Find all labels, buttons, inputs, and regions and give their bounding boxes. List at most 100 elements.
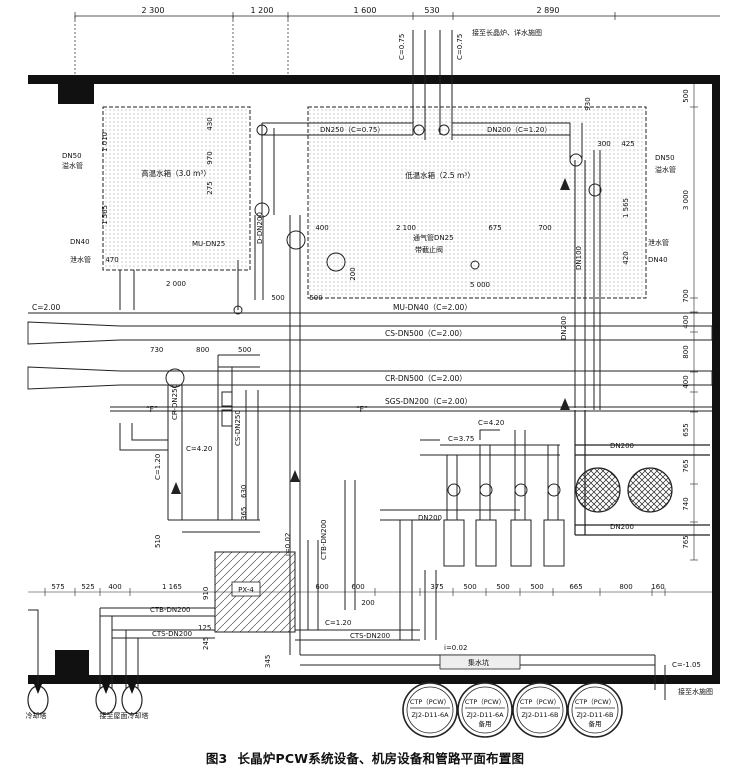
figure-title: 长晶炉PCW系统设备、机房设备和管路平面布置图 — [237, 751, 525, 766]
dim-1565-r: 1 565 — [622, 198, 630, 218]
dim-800: 800 — [196, 346, 209, 354]
dim-top-1: 2 300 — [142, 6, 165, 15]
d-dn200-bottom: D-DN200 — [674, 678, 706, 686]
dim-200: 200 — [349, 267, 357, 280]
cs-dn500-label: CS-DN500（C=2.00） — [385, 329, 467, 338]
dn200-mid-label: DN200 — [610, 442, 634, 450]
c375-label: C=3.75 — [448, 435, 474, 443]
dim-right-3: 700 — [682, 289, 690, 302]
dim-400: 400 — [315, 224, 328, 232]
dn200-mid2-label: DN200 — [610, 523, 634, 531]
dn200-pumps-label: DN200 — [418, 514, 442, 522]
tower-roof-label: 接至屋面冷却塔 — [100, 711, 149, 720]
pump-1-name: CTP（PCW） — [410, 698, 450, 706]
pump-2-name: CTP（PCW） — [465, 698, 505, 706]
dim-b10: 500 — [496, 583, 509, 591]
c120-right: C=1.20 — [325, 619, 351, 627]
main-headers — [27, 312, 713, 412]
bottom-dimension-line — [28, 588, 712, 596]
dim-b5: 600 — [315, 583, 328, 591]
collection-pit — [439, 654, 521, 670]
dim-420: 420 — [622, 251, 630, 264]
dim-910: 910 — [202, 587, 210, 600]
dim-b3: 400 — [108, 583, 121, 591]
d-dn200-vertical: D-DN200 — [256, 212, 264, 244]
dim-300: 300 — [597, 140, 610, 148]
dn50-right-label: DN50 — [655, 154, 675, 162]
vent-label: 通气管DN25 — [413, 233, 454, 242]
dim-top-2: 1 200 — [251, 6, 274, 15]
dim-1565: 1 565 — [101, 205, 109, 225]
low-temp-tank — [307, 106, 647, 299]
ctb-dn200-vert: CTB-DN200 — [320, 520, 328, 560]
drain-right-label: 泄水管 — [648, 238, 669, 247]
pump-bank — [420, 429, 565, 567]
low-temp-tank-label: 低温水箱（2.5 m³） — [405, 170, 475, 180]
c420-label: C=4.20 — [186, 445, 212, 453]
vent-sub-label: 带截止阀 — [415, 245, 443, 254]
dim-right-2: 3 000 — [682, 190, 690, 210]
right-dimension-line — [690, 84, 698, 561]
pump-4-name: CTP（PCW） — [575, 698, 615, 706]
tank-fittings — [171, 124, 602, 494]
pump-3-name: CTP（PCW） — [520, 698, 560, 706]
drain-label: 泄水管 — [70, 255, 91, 264]
mu-dn25-label: MU-DN25 — [192, 240, 225, 248]
dim-730: 730 — [150, 346, 163, 354]
pit-label: 集水坑 — [468, 658, 489, 667]
slope-label: i=0.02 — [284, 533, 292, 556]
dim-top-3: 1 600 — [354, 6, 377, 15]
dim-b14: 160 — [651, 583, 664, 591]
dim-500b: 500 — [238, 346, 251, 354]
top-dimension-line — [74, 12, 720, 75]
dn250-label: DN250（C=0.75） — [320, 126, 384, 134]
cr-dn500-label: CR-DN500（C=2.00） — [385, 374, 467, 383]
pump-legend — [402, 682, 623, 738]
slope-label-2: i=0.02 — [444, 644, 467, 652]
pump-2-note: 备用 — [479, 719, 492, 728]
sgs-dn200-label: SGS-DN200（C=2.00） — [385, 397, 472, 406]
drain-to-label: 接至水施图 — [678, 687, 713, 696]
dim-right-10: 765 — [682, 535, 690, 548]
large-pumps — [574, 410, 710, 536]
mu-dn40-label: MU-DN40（C=2.00） — [393, 303, 472, 312]
to-furnace-label: 接至长晶炉、详水施图 — [472, 28, 542, 37]
dim-right-8: 765 — [682, 459, 690, 472]
dim-970: 970 — [206, 151, 214, 164]
cr-dn250-label: CR-DN250 — [171, 384, 179, 420]
pump-legend-inner — [406, 686, 619, 734]
ctb-dn200-label: CTB-DN200 — [150, 606, 190, 614]
dim-470: 470 — [105, 256, 118, 264]
left-pump-loop — [119, 354, 260, 533]
f-mark-right: “F” — [356, 405, 368, 414]
dim-345: 345 — [264, 655, 272, 668]
overflow-label: 溢水管 — [62, 161, 83, 170]
dim-b2: 525 — [81, 583, 94, 591]
dn200-right-vert: DN200 — [560, 316, 568, 340]
dim-b4: 1 165 — [162, 583, 182, 591]
cts-dn200-label-b: CTS-DN200 — [350, 632, 390, 640]
dim-1010: 1 010 — [101, 132, 109, 152]
c200-label: C=2.00 — [32, 303, 60, 312]
dim-245: 245 — [202, 637, 210, 650]
hx-label: PX-4 — [238, 586, 254, 594]
dim-b1: 575 — [51, 583, 64, 591]
dim-top-5: 2 890 — [537, 6, 560, 15]
dim-b12: 665 — [569, 583, 582, 591]
dim-600: 500 — [309, 294, 322, 302]
dim-2000: 2 000 — [166, 280, 186, 288]
cs-dn250-label: CS-DN250 — [234, 410, 242, 446]
pump-4-note: 备用 — [589, 719, 602, 728]
dim-right-6: 400 — [682, 375, 690, 388]
dim-right-1: 500 — [682, 89, 690, 102]
top-pipes — [262, 30, 601, 410]
high-temp-tank-label: 高温水箱（3.0 m³） — [141, 168, 211, 178]
cooling-towers — [27, 685, 143, 715]
dim-275: 275 — [206, 181, 214, 194]
dim-right-5: 800 — [682, 345, 690, 358]
c075-a: C=0.75 — [398, 34, 406, 60]
cts-dn200-label: CTS-DN200 — [152, 630, 192, 638]
dim-675: 675 — [488, 224, 501, 232]
